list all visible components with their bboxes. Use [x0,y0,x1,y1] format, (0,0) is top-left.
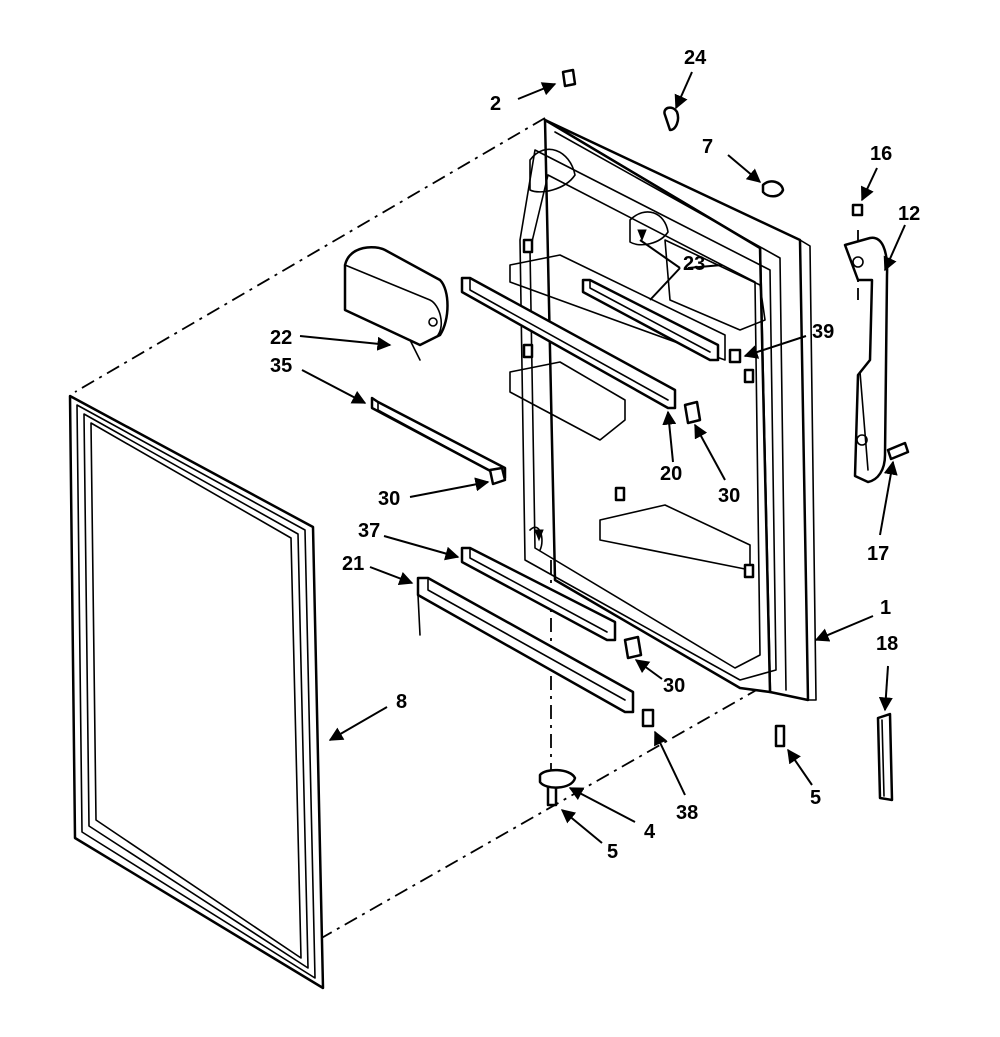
callout-18: 18 [876,633,898,655]
callout-21: 21 [342,553,364,575]
trim-strip [876,712,894,802]
callout-38: 38 [676,802,698,824]
callout-12: 12 [898,203,920,225]
door-gasket [68,394,325,990]
callout-7: 7 [702,136,713,158]
callout-39: 39 [812,321,834,343]
callout-35: 35 [270,355,292,377]
callout-8: 8 [396,691,407,713]
callout-20: 20 [660,463,682,485]
fasteners [538,68,910,807]
callout-5a: 5 [810,787,821,809]
callout-17: 17 [867,543,889,565]
door-panel [509,118,817,702]
small-clips [488,348,742,728]
callout-1: 1 [880,597,891,619]
callout-labels: 2 24 7 16 12 23 39 22 35 30 20 30 17 37 … [270,47,920,863]
callout-5b: 5 [607,841,618,863]
callout-37: 37 [358,520,380,542]
callout-2: 2 [490,93,501,115]
door-handle [843,236,889,484]
callout-23: 23 [683,253,705,275]
callout-30c: 30 [663,675,685,697]
shelf-trims [370,276,720,714]
callout-30b: 30 [718,485,740,507]
callout-16: 16 [870,143,892,165]
leader-lines [299,71,906,844]
callout-24: 24 [684,47,707,69]
dairy-door [343,246,449,361]
callout-30a: 30 [378,488,400,510]
callout-22: 22 [270,327,292,349]
callout-4: 4 [644,821,656,843]
